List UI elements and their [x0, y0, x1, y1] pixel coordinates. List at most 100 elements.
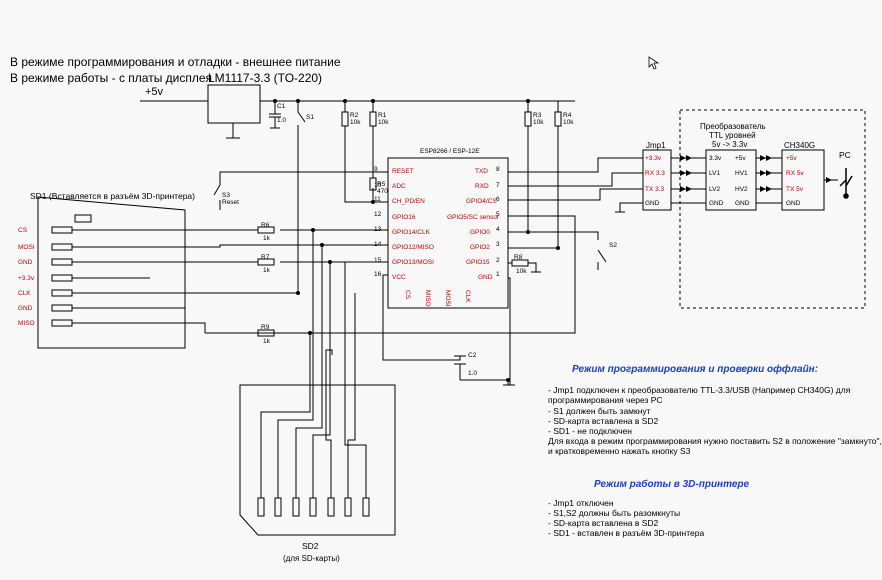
mode-prog-line: - SD-карта вставлена в SD2	[548, 416, 659, 426]
header-line-2: В режиме работы - с платы дисплея	[10, 71, 213, 85]
esp-pin-num: 10	[374, 182, 382, 189]
r4-label: R4	[563, 112, 572, 119]
esp-pin-label: ADC	[392, 183, 406, 190]
jmp1-pin: GND	[645, 200, 660, 207]
r6-label: R6	[261, 222, 270, 229]
s2-label: S2	[609, 242, 617, 249]
esp-pin-label: CH_PD/EN	[392, 198, 425, 205]
s1-label: S1	[306, 114, 314, 121]
c2-label: C2	[468, 352, 477, 359]
r1-label: R1	[378, 112, 387, 119]
r1-value: 10k	[378, 119, 389, 126]
mode-work-title: Режим работы в 3D-принтере	[594, 479, 750, 490]
esp-pin-num: 3	[496, 241, 500, 248]
r7-label: R7	[261, 254, 270, 261]
r7-value: 1k	[263, 267, 270, 274]
sd2-title: SD2	[302, 541, 319, 551]
sd1-pin: MOSI	[18, 244, 35, 251]
regulator-label: LM1117-3.3 (TO-220)	[208, 71, 323, 85]
r5-value: 470	[377, 188, 388, 195]
esp-bottom-pin: CS	[404, 290, 411, 300]
mode-work-line: - SD-карта вставлена в SD2	[548, 518, 659, 528]
cursor-icon	[648, 56, 660, 70]
esp-module	[387, 157, 509, 309]
s1-switch	[297, 101, 306, 150]
converter-title1: Преобразователь	[700, 122, 766, 131]
mode-prog-title: Режим программирования и проверки оффлай…	[572, 364, 819, 375]
c1-label: C1	[277, 103, 286, 110]
sd1-pin: CS	[18, 227, 28, 234]
supply-label: +5v	[145, 86, 164, 98]
esp-pin-num: 16	[374, 271, 382, 278]
esp-pin-label: GPIO14/CLK	[392, 229, 430, 236]
r3-label: R3	[533, 112, 542, 119]
sd2-subtitle: (для SD-карты)	[283, 554, 340, 563]
conv-right-pin: HV1	[735, 170, 748, 177]
esp-pin-label: RXD	[475, 183, 489, 190]
header-line-1: В режиме программирования и отладки - вн…	[10, 55, 341, 69]
r8-label: R8	[514, 254, 523, 261]
esp-pin-num: 2	[496, 257, 500, 264]
r6-value: 1k	[263, 235, 270, 242]
esp-pin-label: TXD	[475, 168, 488, 175]
esp-pin-label: GND	[478, 274, 493, 281]
sd1-pin: GND	[18, 305, 33, 312]
esp-pin-label: RESET	[392, 168, 414, 175]
jmp1-pin: RX 3.3	[645, 170, 665, 177]
r4-value: 10k	[563, 119, 574, 126]
esp-pin-num: 13	[374, 226, 382, 233]
esp-pin-num: 8	[496, 166, 500, 173]
esp-pin-label: GPIO2	[470, 244, 490, 251]
sd1-pin: MISO	[18, 320, 35, 327]
sd2-outline	[239, 384, 396, 536]
esp-bottom-pin: MISO	[424, 290, 431, 307]
jmp1-pin: TX 3.3	[645, 186, 665, 193]
ch340-pin: GND	[786, 200, 801, 207]
esp-pin-num: 5	[496, 211, 500, 218]
mode-prog-line: - Jmp1 подключен к преобразователю TTL-3…	[548, 385, 851, 395]
sd1-pin: +3.3v	[18, 275, 35, 282]
esp-pin-label: GPIO16	[392, 214, 416, 221]
conv-left-pin: LV1	[709, 170, 721, 177]
sd1-pin: GND	[18, 259, 33, 266]
ch340-pin: TX 5v	[786, 186, 803, 193]
r2-label: R2	[350, 112, 359, 119]
esp-pin-label: GPIO4/CS	[466, 198, 497, 205]
conv-right-pin: GND	[735, 200, 750, 207]
sd1-outline	[37, 196, 186, 349]
mode-work-line: - Jmp1 отключен	[548, 498, 614, 508]
s3-label: S3	[222, 192, 230, 199]
esp-bottom-pin: MOSI	[444, 290, 451, 307]
r5-label: R5	[377, 181, 386, 188]
esp-pin-num: 4	[496, 226, 500, 233]
conv-right-pin: +5v	[735, 155, 746, 162]
sd1-pin: CLK	[18, 290, 31, 297]
jmp1-pin: +3.3v	[645, 155, 662, 162]
conv-left-pin: 3.3v	[709, 155, 722, 162]
esp-bottom-pin: CLK	[464, 290, 471, 303]
c2-value: 1.0	[468, 370, 478, 377]
regulator-gnd	[226, 123, 240, 139]
esp-pin-num: 11	[374, 196, 381, 203]
converter-title2: TTL уровней	[709, 131, 756, 140]
conv-left-pin: GND	[709, 200, 724, 207]
esp-title: ESP8266 / ESP-12E	[420, 148, 480, 155]
esp-pin-num: 12	[374, 211, 382, 218]
mode-prog-line: - SD1 - не подключен	[548, 426, 632, 436]
s3-sub: Reset	[222, 199, 239, 206]
esp-pin-label: GPIO0	[470, 229, 490, 236]
c1-value: 1.0	[277, 117, 287, 124]
esp-pin-num: 9	[374, 166, 378, 173]
esp-pin-label: VCC	[392, 274, 406, 281]
usb-icon	[839, 168, 853, 199]
conv-left-pin: LV2	[709, 186, 721, 193]
mode-work-line: - S1,S2 должны быть разомкнуты	[548, 508, 681, 518]
esp-pin-num: 14	[374, 241, 382, 248]
sd1-title: SD1 (Вставляется в разъём 3D-принтера)	[30, 191, 195, 201]
esp-pin-label: GPIO13/MOSI	[392, 259, 434, 266]
mode-prog-line: программирования через PC	[548, 395, 663, 405]
r9-label: R9	[261, 324, 270, 331]
mode-prog-line: и кратковременно нажать кнопку S3	[548, 446, 691, 456]
regulator-body	[207, 84, 261, 124]
